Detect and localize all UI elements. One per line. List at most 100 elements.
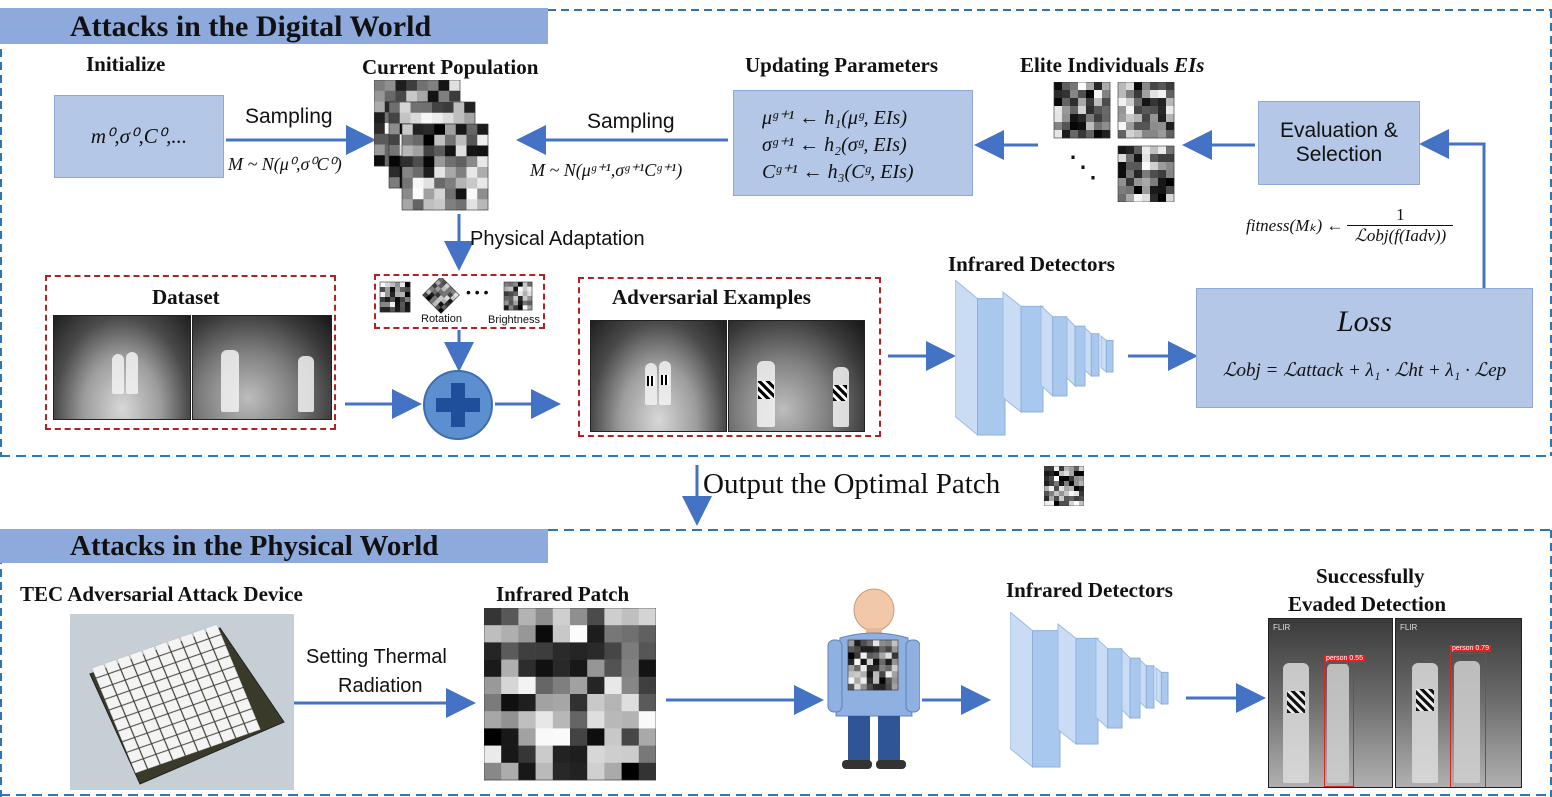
physical-detector-layer-face bbox=[1145, 665, 1155, 709]
tec-tile bbox=[138, 707, 155, 723]
digital-detector-layer-face bbox=[1074, 325, 1086, 387]
tec-tile bbox=[206, 732, 223, 747]
tec-tile bbox=[235, 698, 252, 713]
tec-tile bbox=[134, 697, 151, 712]
tec-tile bbox=[125, 676, 142, 691]
digital-detectors-title: Infrared Detectors bbox=[948, 252, 1115, 276]
combine-plus-icon bbox=[423, 370, 493, 440]
dataset-image-2 bbox=[192, 315, 332, 420]
physical-detector-layer-face bbox=[1160, 671, 1169, 705]
tec-tile bbox=[126, 748, 143, 763]
tec-tile bbox=[210, 707, 227, 722]
update-c: Cᵍ⁺¹ ← h₃(Cᵍ, EIs) bbox=[762, 161, 914, 183]
tec-tile bbox=[143, 754, 160, 769]
sampling-label-2: Sampling bbox=[587, 110, 675, 133]
physical-detector-network-icon bbox=[1010, 612, 1169, 769]
tec-tile bbox=[205, 660, 222, 675]
tec-tile bbox=[213, 645, 230, 660]
fitness-lhs: fitness(Mₖ) ← bbox=[1246, 215, 1344, 235]
physical-detector-layer-face bbox=[1129, 657, 1141, 719]
rotation-label: Rotation bbox=[421, 313, 462, 325]
person-patch bbox=[847, 639, 899, 691]
tec-tile bbox=[189, 690, 206, 705]
tec-tile bbox=[113, 680, 130, 695]
tec-tile bbox=[159, 652, 176, 667]
tec-tile bbox=[202, 722, 219, 737]
digital-detector-layer bbox=[1002, 290, 1022, 414]
tec-tile bbox=[172, 720, 189, 735]
optimal-patch-icon bbox=[1044, 466, 1084, 506]
digital-detector-layer-face bbox=[1090, 333, 1100, 377]
tec-tile bbox=[232, 723, 249, 739]
tec-tile bbox=[169, 745, 186, 761]
tec-tile bbox=[179, 632, 196, 648]
initialize-title: Initialize bbox=[86, 52, 166, 76]
physical-detector-layer bbox=[1057, 622, 1077, 746]
person-with-patch-icon bbox=[827, 588, 920, 769]
physical-detectors-title: Infrared Detectors bbox=[1006, 578, 1173, 602]
tec-tile bbox=[176, 658, 193, 673]
tec-tile bbox=[227, 713, 244, 728]
tec-tile bbox=[142, 646, 159, 661]
current-population-title: Current Population bbox=[362, 55, 539, 79]
tec-tile bbox=[185, 715, 202, 731]
elite-individuals-title: Elite Individuals EIs bbox=[1020, 53, 1204, 78]
digital-detector-layer-face bbox=[1020, 305, 1044, 413]
digital-detector-layer bbox=[1100, 334, 1107, 374]
aug-patch-rotation bbox=[422, 278, 460, 314]
tec-tile bbox=[104, 695, 121, 710]
tec-tile bbox=[223, 702, 240, 717]
tec-tile bbox=[168, 709, 185, 724]
infrared-patch-image bbox=[484, 608, 656, 781]
tec-tile bbox=[240, 708, 257, 724]
sampling-formula-1: M ~ N(μ⁰,σ⁰C⁰) bbox=[228, 154, 342, 174]
physical-detector-layer-face bbox=[1032, 630, 1061, 768]
tec-tile bbox=[205, 624, 222, 639]
loss-title: Loss bbox=[1336, 305, 1393, 338]
tec-tile bbox=[154, 641, 171, 656]
tec-tile bbox=[147, 692, 164, 708]
tec-tile bbox=[198, 711, 215, 726]
tec-tile bbox=[194, 737, 211, 752]
tec-tile bbox=[156, 750, 173, 765]
tec-tile bbox=[130, 686, 147, 701]
physical-detector-layer-face bbox=[1107, 648, 1123, 729]
tec-tile bbox=[197, 675, 214, 690]
tec-tile bbox=[193, 664, 210, 679]
setting-thermal-line-2: Radiation bbox=[338, 675, 423, 697]
output-optimal-patch-label: Output the Optimal Patch bbox=[703, 468, 1001, 500]
tec-tile bbox=[135, 733, 152, 748]
population-patch-stack bbox=[374, 80, 489, 211]
infrared-patch-cells bbox=[484, 608, 656, 781]
updating-parameters-box: μᵍ⁺¹ ← h₁(μᵍ, EIs) σᵍ⁺¹ ← h₂(σᵍ, EIs) Cᵍ… bbox=[733, 90, 973, 196]
tec-tile bbox=[152, 739, 169, 754]
tec-tile bbox=[176, 694, 193, 709]
sampling-formula-2: M ~ N(μᵍ⁺¹,σᵍ⁺¹Cᵍ⁺¹) bbox=[530, 160, 683, 180]
tec-tile bbox=[155, 714, 172, 729]
elite-title-text: Elite Individuals bbox=[1020, 53, 1175, 77]
tec-tile bbox=[91, 663, 108, 678]
physical-detector-layer bbox=[1139, 658, 1147, 710]
fitness-formula: fitness(Mₖ) ← 1 ℒobj(f(Iadv)) bbox=[1246, 205, 1454, 246]
tec-tile bbox=[109, 706, 126, 721]
evaded-title-line-1: Successfully bbox=[1316, 564, 1425, 588]
evaded-title-line-2: Evaded Detection bbox=[1288, 592, 1447, 616]
tec-tile bbox=[184, 679, 201, 694]
augmentation-dots: • • • bbox=[466, 284, 489, 300]
tec-tile bbox=[181, 741, 198, 756]
dataset-frame bbox=[45, 275, 336, 430]
update-sigma: σᵍ⁺¹ ← h₂(σᵍ, EIs) bbox=[762, 134, 907, 156]
dataset-image-1 bbox=[53, 315, 191, 420]
adversarial-title: Adversarial Examples bbox=[612, 285, 811, 309]
adversarial-frame bbox=[578, 277, 881, 437]
tec-tile bbox=[171, 647, 188, 663]
tec-tile bbox=[129, 650, 146, 665]
tec-tile bbox=[172, 684, 189, 699]
flir-logo-1: FLIR bbox=[1273, 623, 1291, 632]
tec-tile bbox=[122, 737, 139, 753]
tec-tile bbox=[163, 662, 180, 678]
digital-detector-network-icon bbox=[955, 280, 1114, 437]
tec-tile bbox=[164, 735, 181, 750]
physical-detector-layer bbox=[1010, 612, 1033, 769]
